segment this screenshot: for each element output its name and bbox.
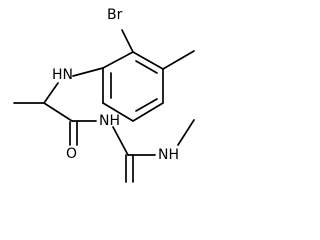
urea-nh-label: NH <box>158 147 179 163</box>
amide-nh-label: NH <box>99 113 120 129</box>
carbonyl-o-label: O <box>66 146 77 162</box>
aniline-nh-label: HN <box>52 67 73 83</box>
chemical-structure-canvas: Br HN NH O NH <box>13 7 195 183</box>
ring-bond-2-inner <box>135 60 158 74</box>
n-methyl-bond <box>177 119 195 146</box>
ch-carbonyl-bond <box>43 102 73 122</box>
bromine-bond <box>121 29 134 53</box>
bromine-label: Br <box>107 7 123 23</box>
ring-bond-5 <box>102 102 134 122</box>
molecule-diagram: Br HN NH O NH <box>13 7 195 183</box>
ring-bond-1 <box>102 51 134 69</box>
methyl-ring-bond <box>162 50 195 70</box>
ring-bond-4-inner <box>135 98 158 112</box>
nh-ch-bond <box>43 82 59 104</box>
aniline-bond <box>72 67 104 77</box>
ring-bond-4 <box>132 102 164 122</box>
ring-bond-2 <box>132 51 164 70</box>
amide-urea-bond <box>112 126 129 156</box>
